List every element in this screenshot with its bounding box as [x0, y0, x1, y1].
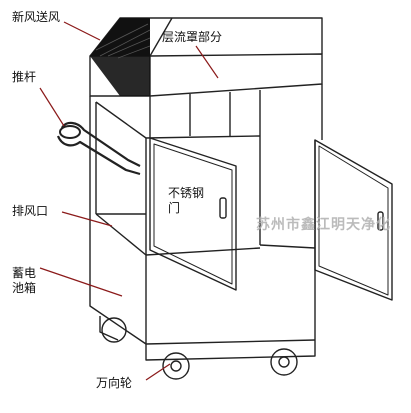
label-casters: 万向轮 [96, 376, 133, 390]
label-exhaust-port: 排风口 [12, 204, 49, 218]
right-door [314, 139, 393, 301]
leader-push-rod [39, 87, 65, 127]
cabinet-front-left [89, 96, 147, 345]
leader-casters [145, 363, 171, 381]
leader-battery [39, 267, 123, 297]
watermark: 苏州市鑫江明天净化 [256, 217, 391, 233]
label-fresh-air: 新风送风 [12, 10, 61, 24]
hood-side-face [149, 53, 323, 97]
leader-laminar-hood [195, 45, 219, 79]
fresh-air-panel [90, 18, 151, 96]
cabinet-bottom [145, 339, 316, 345]
label-steel-door: 不锈钢 门 [168, 186, 205, 215]
label-push-rod: 推杆 [12, 70, 37, 84]
leader-fresh-air [63, 21, 101, 41]
caster-wheels [101, 317, 298, 380]
leader-exhaust [61, 211, 113, 227]
label-laminar-hood: 层流罩部分 [162, 30, 223, 44]
label-battery-box: 蓄电 池箱 [12, 266, 37, 295]
steel-door [149, 137, 237, 291]
